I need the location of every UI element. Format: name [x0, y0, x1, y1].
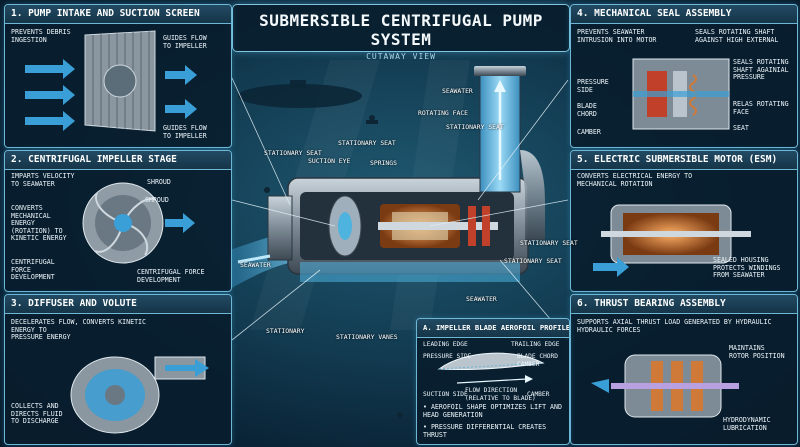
page-title: SUBMERSIBLE CENTRIFUGAL PUMP SYSTEM — [259, 11, 543, 49]
center-label-rotating-face: ROTATING FACE — [418, 109, 469, 117]
label-pressure-side: PRESSURE SIDE — [577, 78, 609, 94]
mechanical-seal-icon — [632, 58, 730, 130]
submarine-icon — [238, 84, 362, 108]
label-suction-side: SUCTION SIDE — [423, 391, 468, 398]
center-label-stationary-seat-1: STATIONARY SEAT — [446, 123, 504, 131]
center-label-stationary-seat-3: STATIONARY SEAT — [264, 149, 322, 157]
motor-icon — [593, 204, 751, 277]
label-prevents-seawater: PREVENTS SEAWATER INTRUSION INTO MOTOR — [577, 28, 657, 44]
intake-screen-icon — [25, 30, 197, 132]
panel-title: A. IMPELLER BLADE AEROFOIL PROFILE — [417, 319, 569, 338]
label-decelerates-flow: DECELERATES FLOW, CONVERTS KINETIC ENERG… — [11, 318, 146, 342]
panel-aerofoil: A. IMPELLER BLADE AEROFOIL PROFILE LEADI… — [416, 318, 570, 445]
label-blade-chord-camber: BLADE CHORD CAMBER — [517, 353, 558, 368]
panel-title: 1. PUMP INTAKE AND SUCTION SCREEN — [5, 5, 231, 24]
label-camber: CAMBER — [577, 128, 601, 136]
title-banner: SUBMERSIBLE CENTRIFUGAL PUMP SYSTEM CUTA… — [232, 4, 570, 61]
label-maintains-rotor: MAINTAINS ROTOR POSITION — [729, 344, 785, 360]
panel-title: 3. DIFFUSER AND VOLUTE — [5, 295, 231, 314]
label-seals-shaft-pressure: SEALS ROTATING SHAFT AGAINIAL PRESSURE — [733, 58, 789, 82]
label-hydrodynamic: HYDRODYNAMIC LUBRICATION — [723, 416, 771, 432]
panel-impeller: 2. CENTRIFUGAL IMPELLER STAGE IMPARTS VE… — [4, 150, 232, 292]
center-label-stationary: STATIONARY — [266, 327, 305, 335]
panel-diffuser: 3. DIFFUSER AND VOLUTE DECELERATES FLOW,… — [4, 294, 232, 445]
label-imparts-velocity: IMPARTS VELOCITY TO SEAWATER — [11, 172, 75, 188]
label-flow-direction: FLOW DIRECTION (RELATIVE TO BLADE) — [465, 387, 536, 402]
aerofoil-icon — [437, 352, 545, 384]
label-blade-chord: BLADE CHORD — [577, 102, 597, 118]
label-supports-axial: SUPPORTS AXIAL THRUST LOAD GENERATED BY … — [577, 318, 772, 334]
center-label-stationary-seat-5: STATIONARY SEAT — [504, 257, 562, 265]
bullet-aerofoil-shape: • AEROFOIL SHAPE OPTIMIZES LIFT AND HEAD… — [423, 403, 562, 419]
label-relas-rotating-face: RELAS ROTATING FACE — [733, 100, 789, 116]
impeller-icon — [82, 182, 195, 264]
label-shroud-mid: SHROUD — [145, 196, 169, 204]
label-converts-electrical: CONVERTS ELECTRICAL ENERGY TO MECHANICAL… — [577, 172, 693, 188]
label-shroud-top: SHROUD — [147, 178, 171, 186]
panel-thrust-bearing: 6. THRUST BEARING ASSEMBLY SUPPORTS AXIA… — [570, 294, 798, 445]
panel-mechanical-seal: 4. MECHANICAL SEAL ASSEMBLY PREVENTS SEA… — [570, 4, 798, 148]
label-guides-flow-top: GUIDES FLOW TO IMPELLER — [163, 34, 207, 50]
center-label-seawater-top: SEAWATER — [442, 87, 473, 95]
panel-title: 4. MECHANICAL SEAL ASSEMBLY — [571, 5, 797, 24]
thrust-bearing-icon — [591, 354, 739, 418]
bullet-pressure-differential: • PRESSURE DIFFERENTIAL CREATES THRUST — [423, 423, 547, 439]
label-leading-edge: LEADING EDGE — [423, 341, 468, 348]
center-label-stationary-seat-4: STATIONARY SEAT — [520, 239, 578, 247]
label-centrifugal-force-right: CENTRIFUGAL FORCE DEVELOPMENT — [137, 268, 205, 284]
label-seat: SEAT — [733, 124, 749, 132]
center-label-stationary-vanes: STATIONARY VANES — [336, 333, 398, 341]
label-camber-a: CAMBER — [527, 391, 550, 398]
label-seals-shaft-high: SEALS ROTATING SHAFT AGAINST HIGH EXTERN… — [695, 28, 779, 44]
panel-title: 2. CENTRIFUGAL IMPELLER STAGE — [5, 151, 231, 170]
center-label-suction-eye: SUCTION EYE — [308, 157, 351, 165]
panel-motor: 5. ELECTRIC SUBMERSIBLE MOTOR (ESM) CONV… — [570, 150, 798, 292]
center-label-springs: SPRINGS — [370, 159, 397, 167]
label-sealed-housing: SEALED HOUSING PROTECTS WINDINGS FROM SE… — [713, 256, 781, 280]
volute-icon — [70, 356, 209, 434]
label-prevents-debris: PREVENTS DEBRIS INGESTION — [11, 28, 71, 44]
panel-title: 5. ELECTRIC SUBMERSIBLE MOTOR (ESM) — [571, 151, 797, 170]
center-label-stationary-seat-2: STATIONARY SEAT — [338, 139, 396, 147]
label-collects-directs: COLLECTS AND DIRECTS FLUID TO DISCHARGE — [11, 402, 63, 426]
label-pressure-side-a: PRESSURE SIDE — [423, 353, 472, 360]
center-label-seawater-bottom: SEAWATER — [466, 295, 497, 303]
label-trailing-edge: TRAILING EDGE — [511, 341, 560, 348]
label-guides-flow-bottom: GUIDES FLOW TO IMPELLER — [163, 124, 207, 140]
panel-title: 6. THRUST BEARING ASSEMBLY — [571, 295, 797, 314]
label-converts-mechanical: CONVERTS MECHANICAL ENERGY (ROTATION) TO… — [11, 204, 67, 243]
label-centrifugal-force-left: CENTRIFUGAL FORCE DEVELOPMENT — [11, 258, 55, 282]
center-label-seawater-left: SEAWATER — [240, 261, 271, 269]
panel-intake: 1. PUMP INTAKE AND SUCTION SCREEN PREVEN… — [4, 4, 232, 148]
page-subtitle: CUTAWAY VIEW — [366, 52, 436, 61]
